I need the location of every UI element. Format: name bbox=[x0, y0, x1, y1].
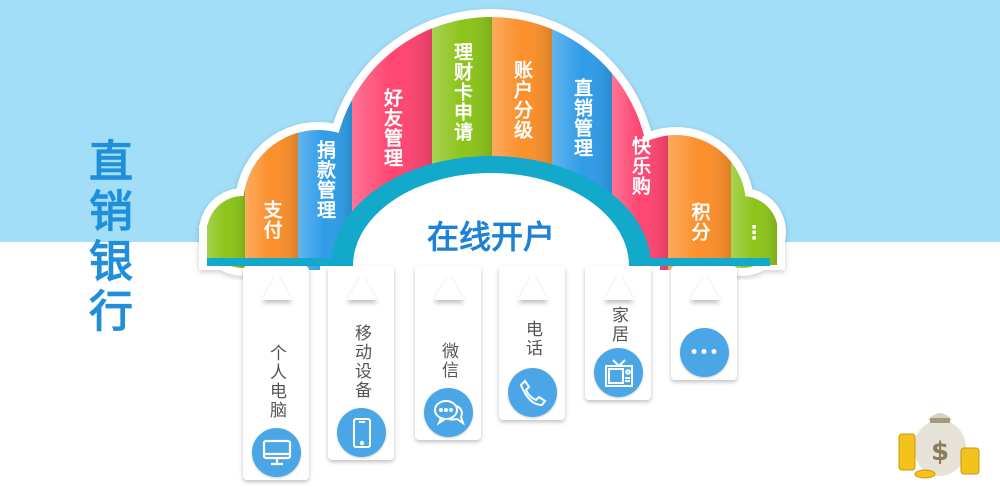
tv-icon[interactable] bbox=[594, 348, 643, 397]
menu-item-label[interactable]: 好友管理 bbox=[381, 88, 403, 168]
cloud-menu bbox=[207, 17, 777, 280]
triangle-pointer-icon bbox=[518, 274, 548, 300]
triangle-pointer-icon bbox=[690, 274, 720, 300]
more-label: ••• bbox=[689, 344, 720, 361]
phone-icon[interactable] bbox=[508, 368, 557, 417]
triangle-pointer-icon bbox=[262, 274, 292, 300]
more-icon[interactable]: ••• bbox=[680, 328, 729, 377]
menu-item-label[interactable]: 积分 bbox=[688, 202, 711, 242]
channel-label: 电话 bbox=[522, 320, 542, 358]
triangle-pointer-icon bbox=[434, 274, 464, 300]
channel-label: 个人电脑 bbox=[266, 344, 286, 420]
money-bag-icon: $ bbox=[898, 413, 980, 479]
menu-item-label[interactable]: ⋮ bbox=[743, 222, 765, 245]
page-title: 直销银行 bbox=[81, 138, 132, 338]
open-account-button[interactable]: 在线开户 bbox=[426, 218, 555, 256]
menu-item-label[interactable]: 捐款管理 bbox=[314, 140, 336, 220]
channel-card[interactable]: 电话 bbox=[499, 266, 565, 420]
menu-item-label[interactable]: 理财卡申请 bbox=[451, 42, 473, 142]
channel-label: 微信 bbox=[438, 342, 458, 380]
channel-card[interactable]: 个人电脑 bbox=[243, 266, 309, 480]
channel-label: 移动设备 bbox=[351, 324, 371, 400]
chat-icon[interactable] bbox=[424, 388, 473, 437]
menu-item-label[interactable]: 账户分级 bbox=[511, 60, 533, 140]
channel-card[interactable]: 移动设备 bbox=[328, 266, 394, 460]
channel-card[interactable]: 微信 bbox=[415, 266, 481, 440]
mobile-icon[interactable] bbox=[337, 408, 386, 457]
channel-card[interactable]: ••• bbox=[671, 266, 737, 380]
menu-item-label[interactable]: 直销管理 bbox=[571, 78, 593, 158]
triangle-pointer-icon bbox=[604, 274, 634, 300]
channel-card[interactable]: 家居 bbox=[585, 266, 651, 400]
menu-item-label[interactable]: 快乐购 bbox=[629, 136, 651, 196]
triangle-pointer-icon bbox=[347, 274, 377, 300]
menu-item-label[interactable]: 支付 bbox=[260, 200, 283, 240]
channel-label: 家居 bbox=[608, 306, 628, 344]
desktop-icon[interactable] bbox=[252, 428, 301, 477]
svg-text:$: $ bbox=[931, 437, 949, 467]
column-shade bbox=[207, 17, 245, 270]
